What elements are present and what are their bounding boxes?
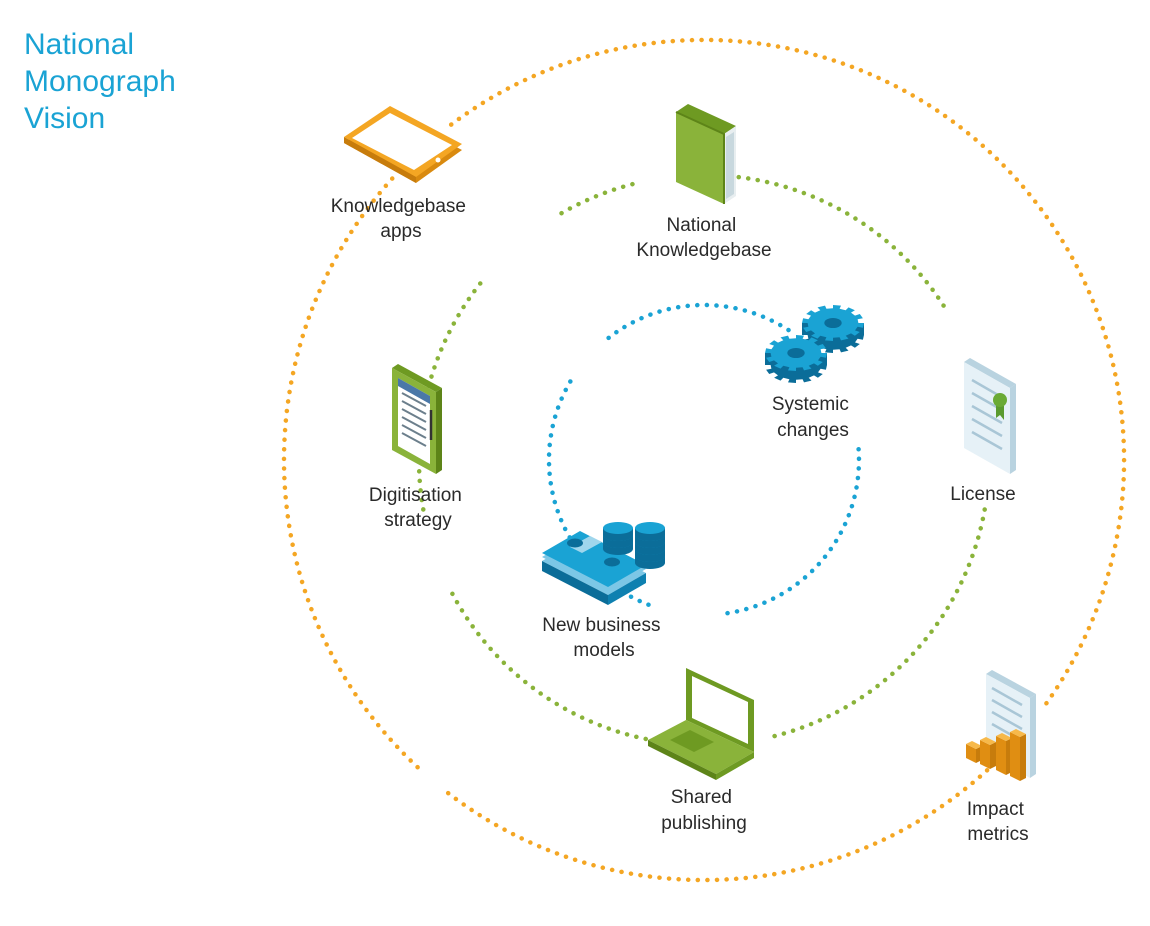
label-shared-publishing: Shared publishing — [661, 787, 747, 834]
label-license: License — [950, 484, 1016, 505]
clipboard-icon — [392, 364, 442, 474]
money-coins-icon — [542, 522, 665, 605]
laptop-icon — [648, 668, 754, 780]
title-line-2: Monograph — [24, 65, 176, 98]
certificate-icon — [964, 358, 1016, 474]
outer-ring — [281, 37, 1127, 883]
label-systemic-changes: Systemic changes — [772, 394, 854, 441]
page-title: National Monograph Vision — [24, 26, 176, 137]
label-knowledgebase-apps: Knowledgebase apps — [331, 196, 472, 242]
chart-document-icon — [966, 670, 1036, 781]
title-line-3: Vision — [24, 102, 106, 135]
label-digitisation-strategy: Digitisation strategy — [369, 485, 467, 531]
tablet-icon — [344, 106, 462, 183]
book-icon — [675, 104, 736, 204]
label-impact-metrics: Impact metrics — [967, 799, 1029, 845]
gears-icon — [765, 305, 864, 383]
label-new-business-models: New business models — [542, 615, 666, 661]
title-line-1: National — [24, 28, 135, 61]
label-national-knowledgebase: National Knowledgebase — [636, 215, 771, 261]
middle-ring — [416, 174, 992, 746]
